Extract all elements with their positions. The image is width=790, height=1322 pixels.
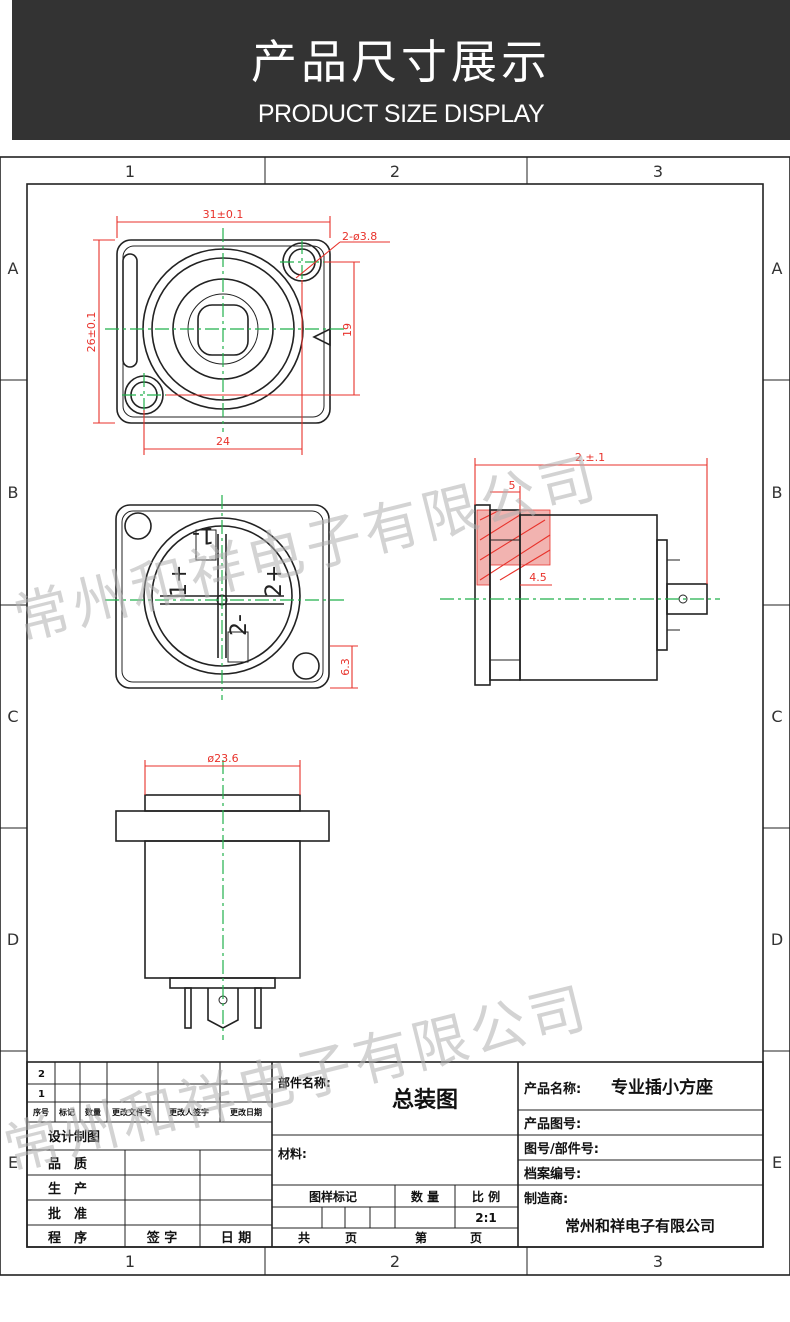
label-sign: 签 字 xyxy=(146,1230,178,1246)
row-label-e-right: E xyxy=(772,1153,782,1172)
rear-view: 1+ 2+ 1- 2- xyxy=(105,495,345,700)
outer-frame xyxy=(0,156,790,1276)
dim-pitch-24: 24 xyxy=(216,435,230,448)
label-quantity: 数 量 xyxy=(411,1189,439,1204)
col-label-1-top: 1 xyxy=(125,162,135,181)
label-drawing-mark: 图样标记 xyxy=(309,1189,357,1204)
label-date: 日 期 xyxy=(221,1231,252,1246)
label-product-name: 产品名称: xyxy=(524,1081,581,1097)
scale-value: 2:1 xyxy=(475,1211,497,1225)
row-label-c-left: C xyxy=(7,707,18,726)
pin-label-1plus: 1+ xyxy=(167,565,192,597)
label-part-name: 部件名称: xyxy=(278,1075,331,1090)
dim-side-6-3: 6.3 xyxy=(339,658,352,676)
label-maker: 制造商: xyxy=(524,1191,568,1207)
part-name-value: 总装图 xyxy=(392,1087,458,1113)
row-label-d-right: D xyxy=(771,930,783,949)
col-label-3-top: 3 xyxy=(653,162,663,181)
label-sheet-pages: 页 xyxy=(470,1231,482,1245)
bottom-view-dimensions: ø23.6 xyxy=(144,752,301,795)
dim-holes: 2-ø3.8 xyxy=(342,230,377,243)
rev-2: 2 xyxy=(38,1069,45,1080)
label-archive-no: 档案编号: xyxy=(524,1166,581,1182)
label-material: 材料: xyxy=(277,1146,307,1161)
row-label-e-left: E xyxy=(8,1153,18,1172)
banner-subtitle: PRODUCT SIZE DISPLAY xyxy=(257,100,545,128)
dim-height-26: 26±0.1 xyxy=(85,312,98,353)
row-label-b-left: B xyxy=(8,483,19,502)
row-label-a-right: A xyxy=(772,259,783,278)
row-label-c-right: C xyxy=(771,707,782,726)
hdr-seq: 序号 xyxy=(33,1107,49,1117)
dim-diameter: ø23.6 xyxy=(207,752,238,765)
col-label-2-bottom: 2 xyxy=(390,1252,400,1271)
label-production: 生 产 xyxy=(48,1181,87,1197)
hdr-change-sign: 更改人签字 xyxy=(169,1107,209,1117)
label-total: 共 xyxy=(298,1230,310,1245)
dim-pitch-19: 19 xyxy=(341,323,354,337)
pin-label-2plus: 2+ xyxy=(262,565,287,597)
label-product-no: 产品图号: xyxy=(524,1116,581,1132)
label-design: 设计制图 xyxy=(48,1129,100,1145)
label-procedure: 程 序 xyxy=(48,1230,87,1246)
label-approve: 批 准 xyxy=(48,1206,87,1222)
hdr-mark: 标记 xyxy=(58,1107,75,1117)
hdr-qty: 数量 xyxy=(85,1107,101,1117)
row-label-a-left: A xyxy=(8,259,19,278)
maker-value: 常州和祥电子有限公司 xyxy=(565,1217,715,1235)
col-label-2-top: 2 xyxy=(390,162,400,181)
label-drawing-no: 图号/部件号: xyxy=(524,1141,599,1157)
hdr-change-doc: 更改文件号 xyxy=(112,1107,152,1117)
side-view xyxy=(440,504,720,686)
header-banner: 产品尺寸展示 PRODUCT SIZE DISPLAY xyxy=(12,0,790,140)
label-pages: 页 xyxy=(345,1231,357,1245)
banner-title: 产品尺寸展示 xyxy=(251,35,551,89)
dim-width-31: 31±0.1 xyxy=(203,208,244,221)
product-name-value: 专业插小方座 xyxy=(611,1077,713,1098)
front-view xyxy=(105,228,345,432)
bottom-view xyxy=(115,760,330,1040)
col-label-3-bottom: 3 xyxy=(653,1252,663,1271)
title-block: 2 1 序号 标记 数量 更改文件号 更改人签字 更改日期 设计制图 品 质 生… xyxy=(26,1061,764,1248)
label-quality: 品 质 xyxy=(48,1156,87,1172)
row-label-d-left: D xyxy=(7,930,19,949)
pin-label-2minus: 2- xyxy=(227,614,252,636)
dim-length-total: 2.±.1 xyxy=(575,451,605,464)
label-scale: 比 例 xyxy=(472,1189,500,1204)
rear-view-dimensions: 6.3 xyxy=(330,645,358,689)
front-view-dimensions: 31±0.1 2-ø3.8 26±0.1 19 24 xyxy=(85,208,390,455)
dim-flange: 5 xyxy=(509,479,516,492)
row-label-b-right: B xyxy=(772,483,783,502)
col-label-1-bottom: 1 xyxy=(125,1252,135,1271)
rev-1: 1 xyxy=(38,1089,45,1100)
label-sheet: 第 xyxy=(415,1230,427,1245)
hdr-change-date: 更改日期 xyxy=(230,1107,262,1117)
side-view-dimensions: 2.±.1 5 4.5 xyxy=(474,451,708,586)
dim-depth-4-5: 4.5 xyxy=(529,571,547,584)
pin-label-1minus: 1- xyxy=(192,522,214,547)
